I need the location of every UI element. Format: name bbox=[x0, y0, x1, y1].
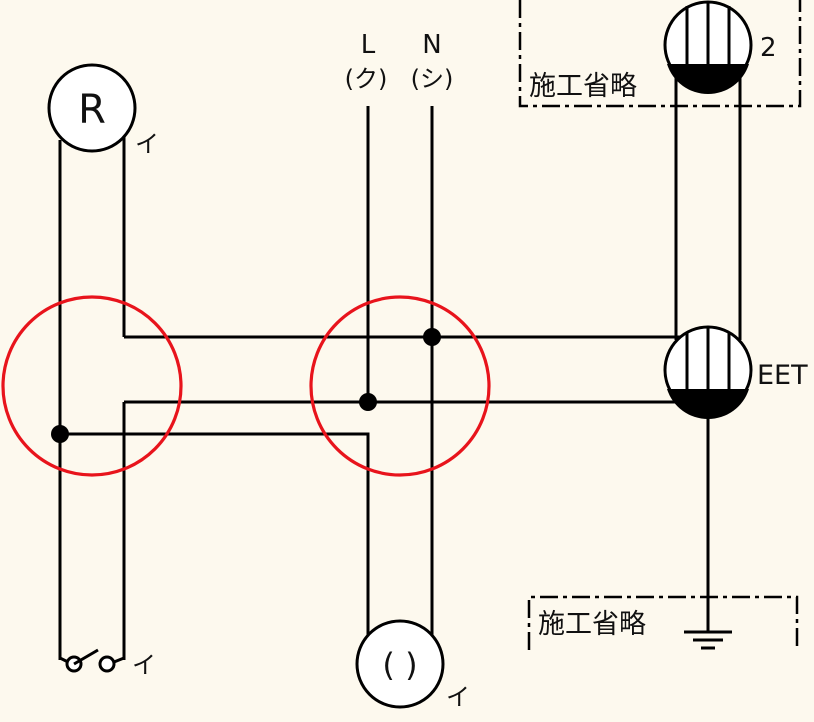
omitted-label-top: 施工省略 bbox=[529, 71, 637, 102]
junction-box-marker-center bbox=[309, 295, 491, 477]
junction-dot bbox=[423, 328, 441, 346]
switch-icon bbox=[59, 648, 125, 673]
outlet-tag: イ bbox=[446, 683, 470, 711]
line-color-label: (ク) bbox=[345, 65, 388, 93]
svg-text:R: R bbox=[78, 87, 106, 133]
neutral-label: N bbox=[422, 30, 441, 60]
outlet-icon: ( ) bbox=[355, 619, 445, 709]
timer-switch-label: EET bbox=[757, 360, 808, 391]
neutral-color-label: (シ) bbox=[411, 65, 454, 93]
omitted-box-top bbox=[518, 0, 802, 108]
switch-tag: イ bbox=[132, 651, 156, 679]
junction-dot bbox=[359, 393, 377, 411]
ground-icon bbox=[684, 630, 732, 650]
fluorescent-lamp-icon bbox=[663, 0, 753, 95]
junction-box-marker-left bbox=[1, 295, 183, 477]
line-label: L bbox=[361, 30, 376, 60]
lamp-tag: イ bbox=[135, 130, 159, 158]
svg-text:( ): ( ) bbox=[382, 646, 417, 684]
omitted-label-bottom: 施工省略 bbox=[538, 609, 646, 640]
omitted-box-bottom bbox=[527, 595, 799, 650]
lamp-r-icon: R bbox=[47, 63, 137, 153]
timer-switch-icon bbox=[663, 325, 753, 420]
fluorescent-count: 2 bbox=[760, 33, 777, 63]
wire-outlet-line bbox=[60, 432, 370, 640]
junction-dot bbox=[51, 425, 69, 443]
